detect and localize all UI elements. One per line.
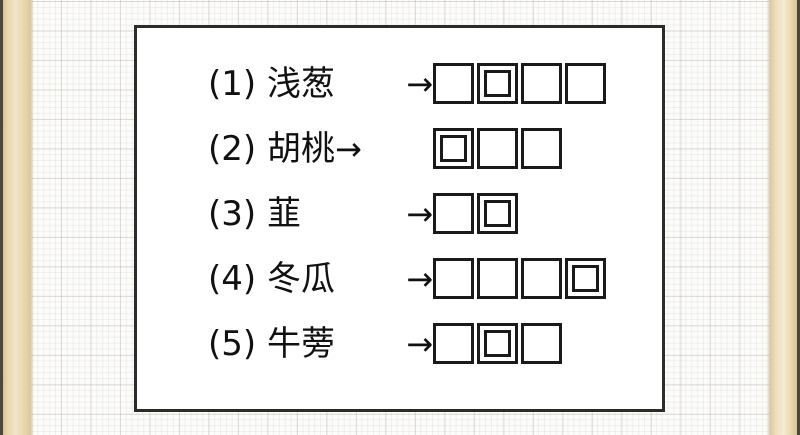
quiz-row-number: (1) xyxy=(208,63,257,104)
left-edge-shadow xyxy=(31,0,34,435)
answer-box[interactable] xyxy=(477,258,518,299)
answer-box[interactable] xyxy=(565,63,606,104)
answer-box-double[interactable] xyxy=(477,193,518,234)
quiz-row: (1) 浅葱 → xyxy=(137,51,662,116)
quiz-row-word: 冬瓜 xyxy=(266,258,335,299)
right-page-edge xyxy=(766,0,800,435)
right-arrow-icon: → xyxy=(406,194,433,233)
answer-box[interactable] xyxy=(433,193,474,234)
quiz-row-label-zone: (4) 冬瓜 → xyxy=(208,262,433,296)
quiz-row: (4) 冬瓜 → xyxy=(137,246,662,311)
quiz-row-number: (2) xyxy=(208,128,257,169)
answer-box[interactable] xyxy=(521,63,562,104)
right-edge-shadow xyxy=(766,0,770,435)
right-edge-tan-band xyxy=(770,0,797,435)
answer-box[interactable] xyxy=(433,258,474,299)
answer-box[interactable] xyxy=(433,323,474,364)
quiz-row-label: (5) 牛蒡 xyxy=(208,327,335,361)
answer-box-double[interactable] xyxy=(477,323,518,364)
answer-box-group xyxy=(433,193,518,234)
quiz-row: (2) 胡桃→ xyxy=(137,116,662,181)
answer-box-double[interactable] xyxy=(477,63,518,104)
right-arrow-icon: → xyxy=(406,64,433,103)
right-arrow-icon: → xyxy=(334,129,362,168)
quiz-row-label: (3) 韮 xyxy=(208,197,301,231)
quiz-row-word: 牛蒡 xyxy=(266,323,335,364)
answer-box-group xyxy=(433,323,562,364)
answer-box[interactable] xyxy=(521,128,562,169)
right-edge-dark-strip xyxy=(797,0,800,435)
left-edge-tan-band xyxy=(3,0,31,435)
quiz-row-number: (3) xyxy=(208,193,257,234)
answer-box-group xyxy=(433,258,606,299)
quiz-row: (3) 韮 → xyxy=(137,181,662,246)
quiz-row-word: 胡桃 xyxy=(266,128,335,169)
quiz-row-label: (1) 浅葱 xyxy=(208,67,335,101)
right-arrow-icon: → xyxy=(406,259,433,298)
quiz-row-label-zone: (2) 胡桃→ xyxy=(208,132,433,166)
quiz-row-label-zone: (1) 浅葱 → xyxy=(208,67,433,101)
quiz-row-number: (4) xyxy=(208,258,257,299)
answer-box-double[interactable] xyxy=(433,128,474,169)
answer-box[interactable] xyxy=(477,128,518,169)
left-page-edge xyxy=(0,0,34,435)
quiz-row-label: (2) 胡桃 xyxy=(208,132,335,166)
answer-box-group xyxy=(433,63,606,104)
quiz-row: (5) 牛蒡 → xyxy=(137,311,662,376)
quiz-row-word: 韮 xyxy=(266,193,301,234)
answer-box[interactable] xyxy=(521,258,562,299)
answer-box[interactable] xyxy=(521,323,562,364)
quiz-card: (1) 浅葱→(2) 胡桃→(3) 韮→(4) 冬瓜→(5) 牛蒡→ xyxy=(134,25,665,412)
quiz-row-number: (5) xyxy=(208,323,257,364)
right-arrow-icon: → xyxy=(406,324,433,363)
left-edge-dark-strip xyxy=(0,0,3,435)
quiz-row-list: (1) 浅葱→(2) 胡桃→(3) 韮→(4) 冬瓜→(5) 牛蒡→ xyxy=(137,28,662,376)
quiz-row-label-zone: (5) 牛蒡 → xyxy=(208,327,433,361)
quiz-row-label: (4) 冬瓜 xyxy=(208,262,335,296)
quiz-row-label-zone: (3) 韮 → xyxy=(208,197,433,231)
answer-box-group xyxy=(433,128,562,169)
quiz-row-word: 浅葱 xyxy=(266,63,335,104)
answer-box-double[interactable] xyxy=(565,258,606,299)
answer-box[interactable] xyxy=(433,63,474,104)
